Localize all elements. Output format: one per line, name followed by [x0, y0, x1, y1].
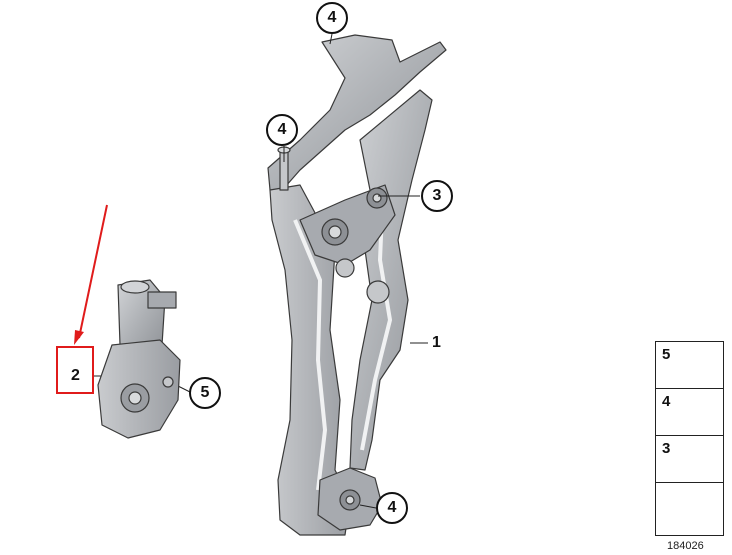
legend-arrow-cell: [656, 483, 723, 535]
legend-number: 3: [662, 440, 671, 457]
legend-number: 4: [662, 393, 671, 410]
window-regulator-assembly: [267, 34, 447, 536]
label-part-2: 2: [71, 367, 80, 384]
label-part-1: 1: [432, 334, 441, 351]
legend-item-5: 5: [656, 342, 723, 389]
legend-item-3: 3: [656, 436, 723, 483]
callout-part-5: 5: [189, 377, 221, 409]
highlight-box-part-2: [56, 346, 94, 394]
callout-part-4-top: 4: [316, 2, 348, 34]
callout-part-4-mid: 4: [266, 114, 298, 146]
callout-part-3: 3: [421, 180, 453, 212]
legend-number: 5: [662, 346, 671, 363]
diagram-id: 184026: [667, 540, 704, 552]
callout-part-4-bottom: 4: [376, 492, 408, 524]
window-motor: [97, 279, 181, 439]
red-pointer-arrow: [74, 204, 108, 345]
legend-item-4: 4: [656, 389, 723, 436]
hardware-legend: 5 4 3: [655, 341, 724, 536]
